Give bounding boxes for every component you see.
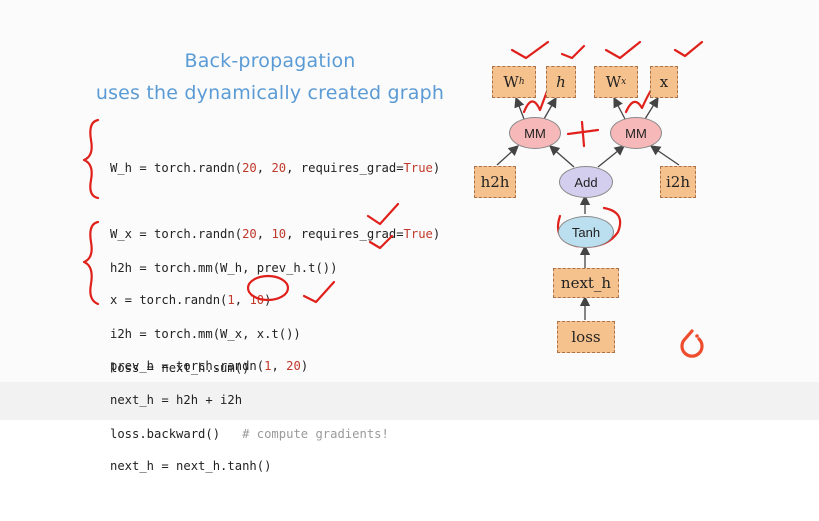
graph-node-tanh: Tanh <box>558 216 614 248</box>
graph-node-add: Add <box>559 166 613 198</box>
code-line: loss = next_h.sum() <box>110 361 250 375</box>
code-block-1: W_h = torch.randn(20, 20, requires_grad=… <box>110 113 440 421</box>
graph-node-x: x <box>650 66 678 98</box>
graph-node-h: h <box>546 66 576 98</box>
code-line: h2h = torch.mm(W_h, prev_h.t()) <box>110 261 338 275</box>
slide-title-line-2: uses the dynamically created graph <box>95 82 445 104</box>
slide: Back-propagation uses the dynamically cr… <box>0 40 819 473</box>
code-line: i2h = torch.mm(W_x, x.t()) <box>110 327 301 341</box>
graph-node-mm-right: MM <box>610 117 662 149</box>
code-line: W_h = torch.randn(20, 20, requires_grad=… <box>110 161 441 175</box>
graph-node-i2h: i2h <box>660 166 696 198</box>
graph-node-loss: loss <box>557 321 615 353</box>
graph-node-mm-left: MM <box>509 117 561 149</box>
slide-title-line-1: Back-propagation <box>184 50 356 72</box>
pytorch-logo-icon <box>680 329 704 358</box>
graph-node-next-h: next_h <box>553 268 619 298</box>
graph-node-h2h: h2h <box>474 166 516 198</box>
code-line: loss.backward() # compute gradients! <box>110 427 389 441</box>
code-line: next_h = h2h + i2h <box>110 393 243 407</box>
code-line: W_x = torch.randn(20, 10, requires_grad=… <box>110 227 441 241</box>
bottom-strip <box>0 382 819 420</box>
code-comment: # compute gradients! <box>242 427 389 441</box>
code-line: prev_h = torch.randn(1, 20) <box>110 359 309 373</box>
